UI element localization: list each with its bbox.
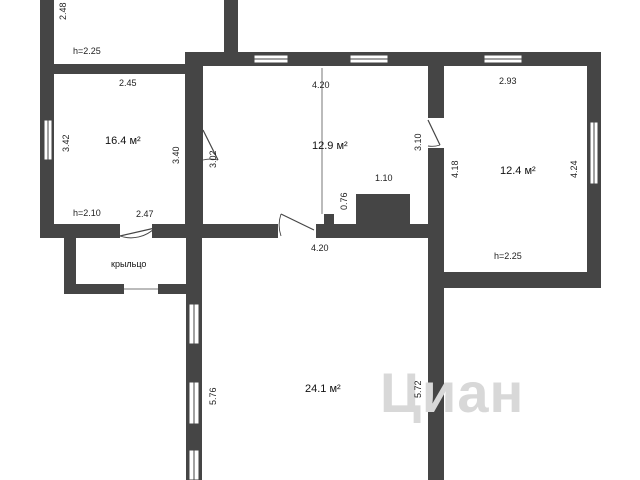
doors (119, 119, 441, 239)
window-left-room (43, 119, 53, 161)
dim-large-right-height: 5.72 (413, 380, 423, 398)
dimensions: 2.48 h=2.25 2.45 3.42 3.40 h=2.10 2.47 4… (58, 2, 579, 405)
center-block (356, 194, 410, 224)
wall-center-right-partition-2 (428, 148, 444, 238)
wall-left-room-bottom (40, 224, 120, 238)
room-center-area: 12.9 м² (312, 140, 348, 152)
wall-porch-bottom-2 (158, 284, 202, 294)
dim-center-left-height: 3.02 (208, 150, 218, 168)
wall-large-right (428, 238, 444, 480)
window-center-top-1 (253, 54, 289, 64)
dim-left-room-bottom-width: 2.47 (136, 209, 154, 219)
door-porch (119, 227, 156, 239)
dim-center-right-height: 3.10 (413, 133, 423, 151)
window-large-3 (188, 449, 200, 480)
wall-porch-left (64, 238, 76, 294)
room-areas: 16.4 м² 12.9 м² 12.4 м² 24.1 м² крыльцо (105, 135, 536, 395)
dim-right-top-width: 2.93 (499, 76, 517, 86)
dim-left-room-left-height: 3.42 (61, 134, 71, 152)
wall-left-room-top (40, 64, 190, 74)
wall-center-right-partition (428, 52, 444, 118)
wall-center-bottom (316, 224, 444, 238)
wall-left-room-bottom-2 (152, 224, 278, 238)
wall-left-center-partition (185, 52, 203, 238)
porch-label: крыльцо (111, 259, 146, 269)
window-right-top (483, 54, 523, 64)
wall-top-left-stub (40, 0, 54, 74)
wall-top-mid-stub (224, 0, 238, 56)
center-small-post (324, 214, 334, 226)
dim-right-bottom-height: h=2.25 (494, 251, 522, 261)
door-center-large (278, 213, 315, 237)
dim-left-room-top-height: h=2.25 (73, 46, 101, 56)
window-right-side (589, 121, 599, 185)
dim-center-top-width: 4.20 (312, 80, 330, 90)
window-center-top-2 (349, 54, 389, 64)
dim-center-bottom-width: 4.20 (311, 243, 329, 253)
door-center-right (427, 119, 441, 147)
dim-center-partition: 0.76 (339, 192, 349, 210)
wall-right-room-bottom (428, 272, 601, 288)
window-large-1 (188, 303, 200, 345)
dim-top-left-vertical: 2.48 (58, 2, 68, 20)
room-large-area: 24.1 м² (305, 383, 341, 395)
wall-center-top (185, 52, 443, 66)
watermark-text: Циан (380, 361, 524, 424)
watermark: Циан (380, 361, 524, 424)
door-left-center (202, 129, 219, 161)
windows (43, 54, 599, 480)
window-large-2 (188, 381, 200, 425)
wall-large-left (186, 238, 202, 480)
dim-large-left-height: 5.76 (208, 387, 218, 405)
dim-center-block: 1.10 (375, 173, 393, 183)
dim-left-room-top-width: 2.45 (119, 78, 137, 88)
dim-right-right-height: 4.24 (569, 160, 579, 178)
room-right-area: 12.4 м² (500, 165, 536, 177)
wall-porch-bottom (64, 284, 124, 294)
dim-right-left-height: 4.18 (450, 160, 460, 178)
room-left-area: 16.4 м² (105, 135, 141, 147)
dim-left-room-right-height: 3.40 (171, 146, 181, 164)
dim-left-room-bottom-height: h=2.10 (73, 208, 101, 218)
